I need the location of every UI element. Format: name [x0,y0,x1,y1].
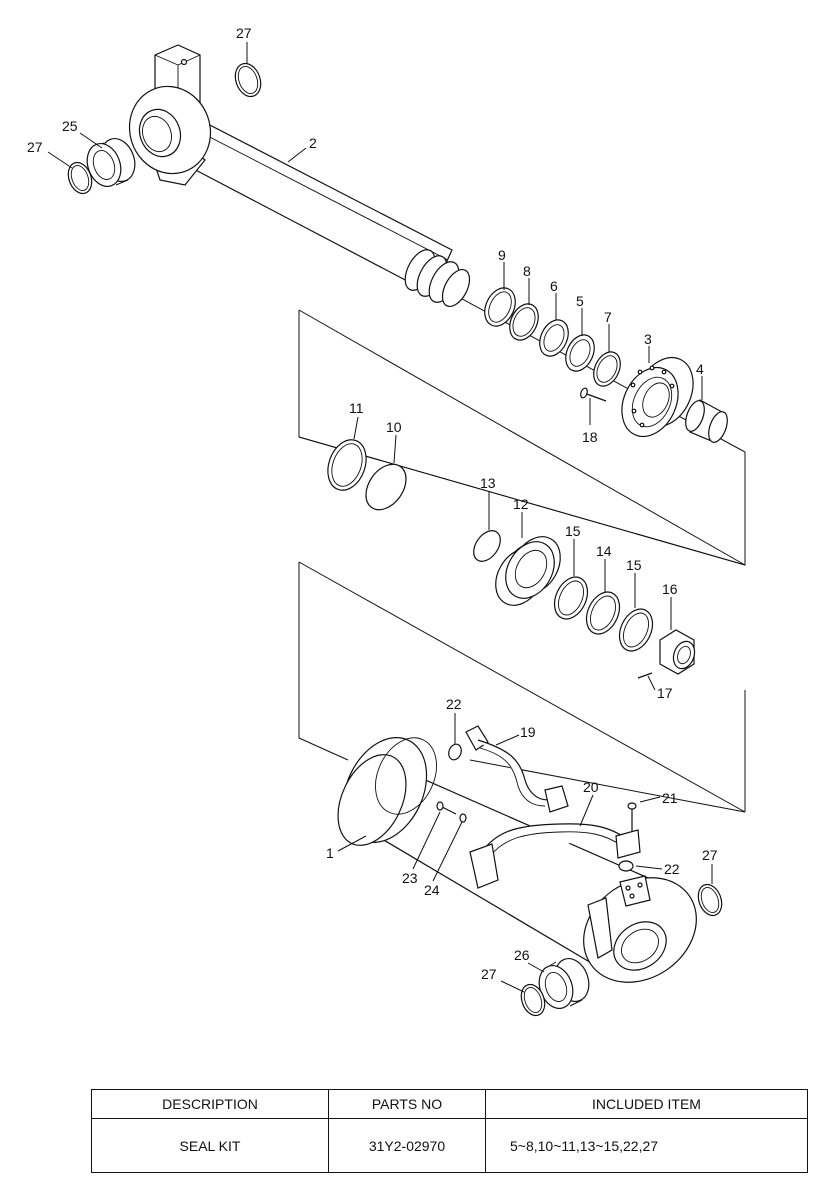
head-seal-set [484,287,728,443]
callout-6: 6 [550,278,558,294]
pipe-19 [465,725,569,813]
table-row: SEAL KIT 31Y2-02970 5~8,10~11,13~15,22,2… [91,1118,808,1173]
pipe-20 [469,823,641,889]
callout-22: 22 [446,696,462,712]
callout-22: 22 [664,861,680,877]
piston-seal-box [298,309,746,679]
callout-21: 21 [662,790,678,806]
header-included-item: INCLUDED ITEM [485,1089,808,1119]
seal-ring-27-left [67,161,93,195]
callout-1: 1 [326,845,334,861]
wear-ring-15a [553,576,589,620]
o-ring-13 [473,530,501,562]
callout-4: 4 [696,361,704,377]
callout-27: 27 [481,966,497,982]
callout-3: 3 [644,331,652,347]
callout-11: 11 [349,400,364,416]
seal-ring-27-bottom [520,983,546,1017]
o-ring-22-bottom [618,860,634,872]
callout-14: 14 [596,543,612,559]
callout-13: 13 [480,475,496,491]
callout-5: 5 [576,293,584,309]
piston-12 [495,536,561,606]
bolt-21 [627,802,637,832]
seal-ring-27-top [234,62,262,98]
callout-19: 19 [520,724,536,740]
callout-2: 2 [309,135,317,151]
callout-27: 27 [702,847,718,863]
piston-rod-assembly [67,44,746,453]
callout-18: 18 [582,429,598,445]
callout-27: 27 [27,139,43,155]
seal-14 [585,591,621,635]
seal-8 [509,303,539,341]
cell-parts-no: 31Y2-02970 [328,1118,486,1173]
bolt-23 [436,801,457,815]
backup-ring-11 [327,439,367,491]
callout-17: 17 [657,685,673,701]
callout-labels: 27 25 27 2 9 8 6 5 7 3 4 18 11 10 13 12 … [27,25,718,982]
callout-8: 8 [523,263,531,279]
cylinder-tube-1 [337,737,697,983]
cell-included-item: 5~8,10~11,13~15,22,27 [485,1118,808,1173]
wear-ring-15b [618,608,654,652]
callout-15: 15 [626,557,642,573]
callout-12: 12 [513,496,529,512]
callout-20: 20 [583,779,599,795]
o-ring-10 [365,463,407,511]
header-description: DESCRIPTION [91,1089,329,1119]
rod-thread [404,249,471,307]
callout-10: 10 [386,419,402,435]
leader-lines [47,42,713,993]
seal-6 [539,319,569,357]
bushing-4 [685,399,728,443]
header-parts-no: PARTS NO [328,1089,486,1119]
seal-7 [593,351,621,387]
callout-26: 26 [514,947,530,963]
table-header-row: DESCRIPTION PARTS NO INCLUDED ITEM [91,1089,808,1119]
set-screw-17 [637,672,653,679]
callout-9: 9 [498,247,506,263]
washer-24 [459,813,467,823]
nut-16 [659,629,696,675]
seal-ring-27-right [697,883,723,917]
callout-7: 7 [604,309,612,325]
bolt-18 [580,387,607,402]
rod-eye [128,44,212,186]
tube-bottom-eye [583,875,697,983]
bushing-25 [86,138,136,187]
seal-kit-table: DESCRIPTION PARTS NO INCLUDED ITEM SEAL … [91,1089,808,1173]
cell-description: SEAL KIT [91,1118,329,1173]
rod-cover-3 [621,356,694,438]
callout-16: 16 [662,581,678,597]
callout-27: 27 [236,25,252,41]
callout-25: 25 [62,118,78,134]
callout-23: 23 [402,870,418,886]
callout-24: 24 [424,882,440,898]
callout-15: 15 [565,523,581,539]
seal-5 [565,334,595,372]
snap-ring-9 [484,287,516,327]
o-ring-22-top [448,743,462,761]
